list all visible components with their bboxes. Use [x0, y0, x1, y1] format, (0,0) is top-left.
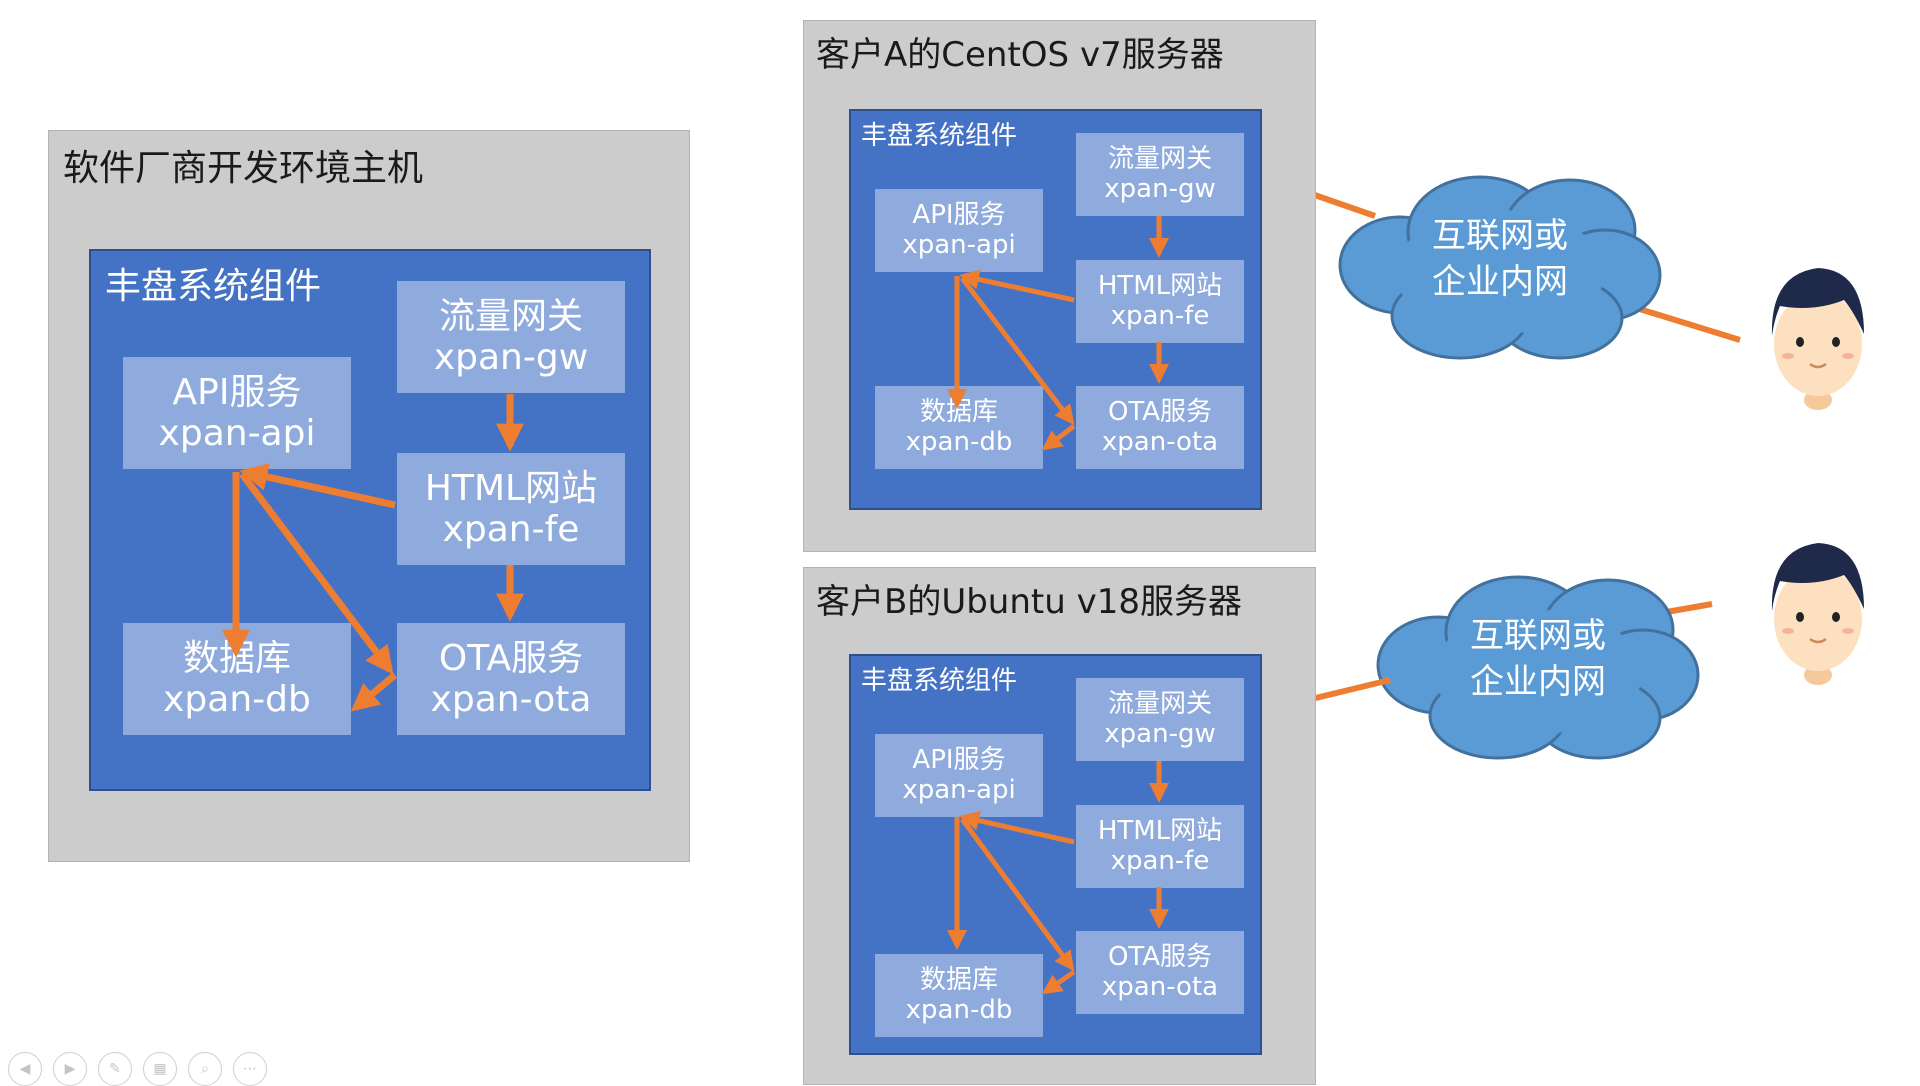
- component-id: xpan-api: [158, 413, 316, 454]
- customer-a-api-to-ota-arrow: [960, 276, 1075, 426]
- component-label: 流量网关: [1107, 143, 1212, 174]
- component-label: API服务: [172, 371, 302, 413]
- cloud-label-line: 互联网或: [1470, 616, 1606, 657]
- customer-b-fe-to-api-arrow: [959, 810, 1075, 845]
- customer-a-arrows: [947, 216, 1169, 451]
- component-id: xpan-db: [905, 994, 1013, 1025]
- customer-a-host-title: 客户A的CentOS v7服务器: [816, 35, 1224, 75]
- component-id: xpan-gw: [433, 337, 589, 378]
- vendor-system-title: 丰盘系统组件: [105, 266, 322, 307]
- customer-b-gateway-box: 流量网关 xpan-gw: [1076, 678, 1244, 761]
- component-id: xpan-db: [163, 679, 311, 720]
- slides-grid-icon[interactable]: ▦: [143, 1052, 177, 1086]
- component-label: OTA服务: [1107, 941, 1213, 972]
- component-label: 流量网关: [438, 295, 583, 337]
- customer-b-ota-box: OTA服务 xpan-ota: [1076, 931, 1244, 1014]
- component-label: API服务: [912, 199, 1006, 230]
- customer-b-ota-to-db-arrow: [1041, 969, 1076, 995]
- vendor-ota-to-db-arrow: [350, 672, 398, 712]
- customer-b-api-box: API服务 xpan-api: [875, 734, 1043, 817]
- component-id: xpan-db: [905, 426, 1013, 457]
- vendor-gateway-box: 流量网关 xpan-gw: [397, 281, 625, 393]
- customer-a-ota-to-db-arrow: [1041, 424, 1076, 451]
- zoom-icon[interactable]: ⌕: [188, 1052, 222, 1086]
- cloud-icon-b: [1376, 575, 1700, 760]
- customer-b-system: 丰盘系统组件 流量网关 xpan-gw API服务 xpan-api HTML网…: [849, 654, 1262, 1055]
- pen-icon[interactable]: ✎: [98, 1052, 132, 1086]
- more-icon[interactable]: ⋯: [233, 1052, 267, 1086]
- customer-b-system-title: 丰盘系统组件: [861, 666, 1018, 696]
- vendor-fe-box: HTML网站 xpan-fe: [397, 453, 625, 565]
- customer-b-db-box: 数据库 xpan-db: [875, 954, 1043, 1037]
- vendor-ota-box: OTA服务 xpan-ota: [397, 623, 625, 735]
- cloud-icon-a: [1338, 175, 1662, 360]
- cloud-a-label: 互联网或 企业内网: [1400, 215, 1600, 305]
- component-id: xpan-gw: [1104, 173, 1216, 204]
- component-label: HTML网站: [424, 467, 598, 509]
- customer-a-fe-box: HTML网站 xpan-fe: [1076, 260, 1244, 343]
- vendor-api-to-ota-arrow: [239, 471, 394, 675]
- customer-a-fe-to-api-arrow: [959, 269, 1075, 303]
- cloud-b-label: 互联网或 企业内网: [1438, 615, 1638, 705]
- component-label: 流量网关: [1107, 688, 1212, 719]
- component-id: xpan-api: [902, 774, 1016, 805]
- vendor-host-title: 软件厂商开发环境主机: [63, 148, 424, 189]
- customer-a-system-title: 丰盘系统组件: [861, 121, 1018, 151]
- cloud-label-line: 企业内网: [1432, 262, 1568, 302]
- component-id: xpan-gw: [1104, 718, 1216, 749]
- component-id: xpan-fe: [1110, 845, 1210, 876]
- component-label: HTML网站: [1097, 815, 1223, 846]
- component-label: OTA服务: [1107, 396, 1213, 427]
- component-label: 数据库: [919, 964, 998, 995]
- customer-b-api-to-ota-arrow: [959, 817, 1075, 972]
- vendor-system: 丰盘系统组件 流量网关 xpan-gw API服务 xpan-api HTML网…: [89, 249, 651, 791]
- component-label: HTML网站: [1097, 270, 1223, 301]
- user-avatar-icon: [1771, 543, 1864, 685]
- vendor-arrows: [222, 394, 524, 712]
- component-id: xpan-ota: [430, 679, 592, 720]
- prev-slide-icon[interactable]: ◀: [8, 1052, 42, 1086]
- component-id: xpan-fe: [442, 509, 580, 550]
- customer-a-gateway-box: 流量网关 xpan-gw: [1076, 133, 1244, 216]
- customer-b-host: 客户B的Ubuntu v18服务器 丰盘系统组件 流量网关 xpan-gw AP…: [803, 567, 1316, 1085]
- cloud-label-line: 企业内网: [1470, 662, 1606, 702]
- user-avatar-icon: [1771, 268, 1864, 410]
- vendor-fe-to-api-arrow: [239, 463, 396, 509]
- customer-b-fe-box: HTML网站 xpan-fe: [1076, 805, 1244, 888]
- customer-a-host: 客户A的CentOS v7服务器 丰盘系统组件 流量网关 xpan-gw API…: [803, 20, 1316, 552]
- component-id: xpan-fe: [1110, 300, 1210, 331]
- component-id: xpan-api: [902, 229, 1016, 260]
- component-label: API服务: [912, 744, 1006, 775]
- customer-a-api-box: API服务 xpan-api: [875, 189, 1043, 272]
- component-label: OTA服务: [438, 637, 584, 679]
- customer-b-arrows: [947, 761, 1169, 995]
- customer-b-host-title: 客户B的Ubuntu v18服务器: [816, 582, 1242, 622]
- vendor-api-box: API服务 xpan-api: [123, 357, 351, 469]
- component-id: xpan-ota: [1101, 971, 1219, 1002]
- customer-a-ota-box: OTA服务 xpan-ota: [1076, 386, 1244, 469]
- component-id: xpan-ota: [1101, 426, 1219, 457]
- slideshow-toolbar: ◀ ▶ ✎ ▦ ⌕ ⋯: [8, 1052, 267, 1086]
- cloud-label-line: 互联网或: [1432, 216, 1568, 257]
- next-slide-icon[interactable]: ▶: [53, 1052, 87, 1086]
